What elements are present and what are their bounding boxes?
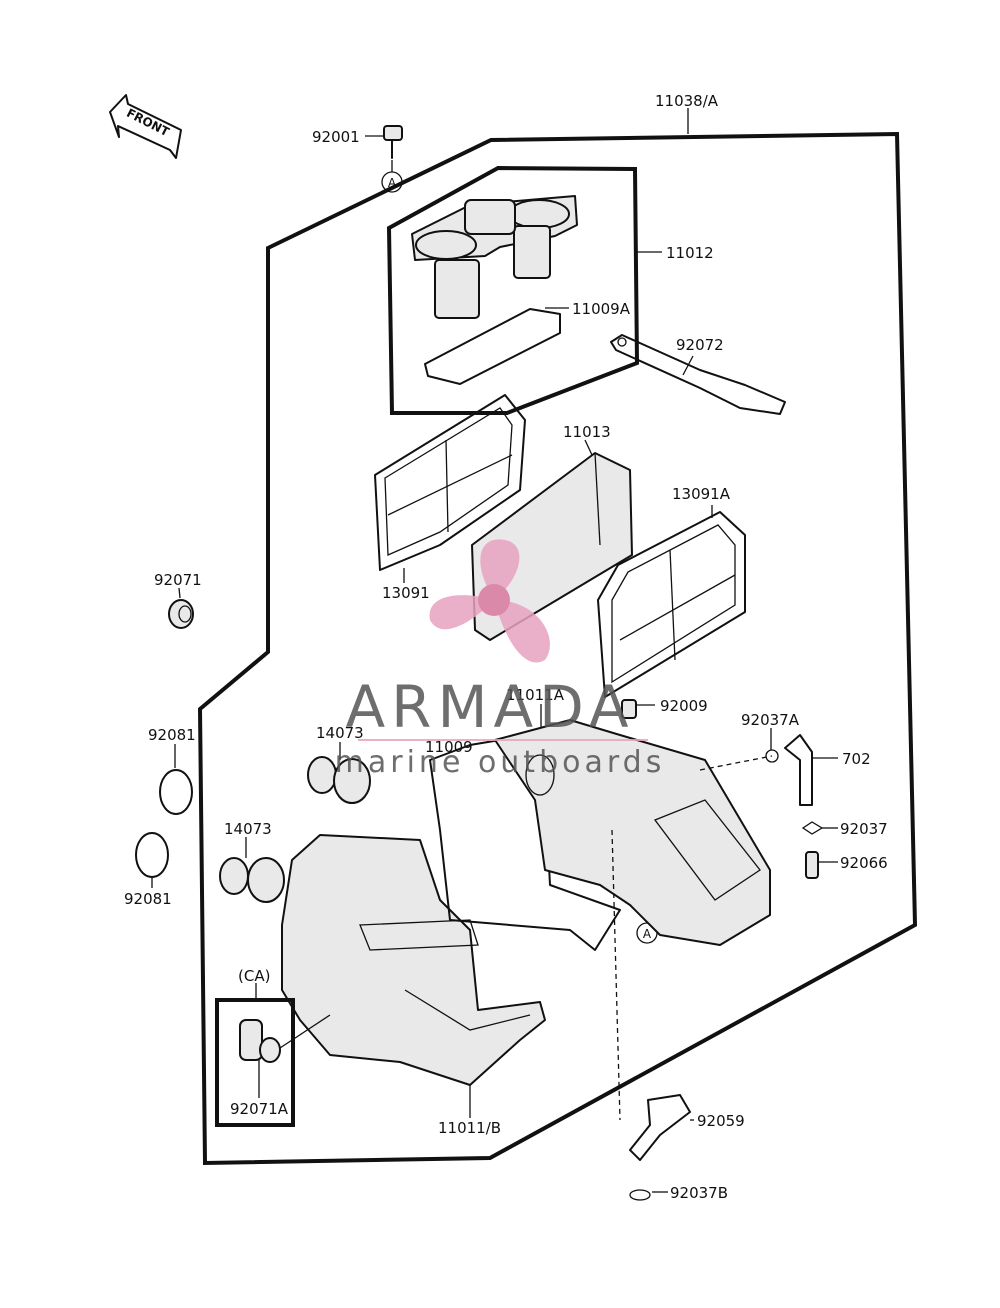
callout-11012: 11012: [666, 244, 714, 262]
callout-92072: 92072: [676, 336, 724, 354]
callout-11038a: 11038/A: [655, 92, 719, 110]
callout-92071: 92071: [154, 571, 202, 589]
callout-11011a: 11011A: [506, 686, 565, 704]
clamp-92037b: [629, 1189, 651, 1201]
callout-labels: 11038/A 92001 11012 11009A 92072 11013 1…: [124, 92, 888, 1202]
callout-13091: 13091: [382, 584, 430, 602]
plug-14073-left: [219, 857, 285, 903]
callout-92009: 92009: [660, 697, 708, 715]
leader-lines: [151, 108, 838, 1193]
callout-702: 702: [842, 750, 871, 768]
filter-element-13091: [374, 394, 526, 571]
callout-92071a: 92071A: [230, 1100, 289, 1118]
plug-92066: [805, 851, 819, 879]
front-arrow-icon: FRONT: [109, 94, 182, 159]
cap-92071a: [239, 1019, 281, 1063]
cap-92071: [168, 599, 194, 629]
clamp-92037a: [765, 749, 779, 763]
hose-702: [784, 734, 813, 806]
callout-92037a: 92037A: [741, 711, 800, 729]
callout-92059: 92059: [697, 1112, 745, 1130]
clamp-92037: [801, 821, 824, 835]
svg-text:A: A: [388, 176, 397, 190]
callout-92037b: 92037B: [670, 1184, 728, 1202]
gasket-11009a: [424, 308, 561, 385]
callout-11013: 11013: [563, 423, 611, 441]
callout-11009: 11009: [425, 738, 473, 756]
reference-marker-a-top: A: [381, 171, 403, 193]
bolt-92001: [383, 125, 403, 159]
gasket-11009: [429, 739, 621, 951]
callout-92081-top: 92081: [148, 726, 196, 744]
callout-14073-top: 14073: [316, 724, 364, 742]
svg-text:A: A: [643, 927, 652, 941]
callout-92081-bottom: 92081: [124, 890, 172, 908]
ring-92081-bottom: [135, 832, 169, 878]
callout-11011b: 11011/B: [438, 1119, 501, 1137]
callout-13091a: 13091A: [672, 485, 731, 503]
screw-92009: [621, 699, 637, 719]
watermark-tagline: marine outboards: [335, 745, 666, 780]
front-arrow-label: FRONT: [124, 106, 172, 140]
filter-11013: [471, 452, 633, 641]
ring-92081-top: [159, 769, 193, 815]
callout-92001: 92001: [312, 128, 360, 146]
watermark-brand: ARMADA: [345, 673, 634, 741]
intake-duct-part: [411, 195, 578, 319]
assembly-outline: [197, 131, 918, 1166]
filter-element-13091a: [597, 511, 746, 698]
ca-box: [215, 998, 295, 1127]
air-cleaner-case-11011a: [494, 719, 771, 946]
callout-14073-left: 14073: [224, 820, 272, 838]
armada-watermark: ARMADA marine outboards: [335, 539, 666, 780]
hose-92059: [629, 1094, 691, 1161]
callout-11009a: 11009A: [572, 300, 631, 318]
callout-92037: 92037: [840, 820, 888, 838]
callout-92066: 92066: [840, 854, 888, 872]
intake-subassembly-outline: [386, 165, 640, 415]
air-cleaner-case-11011b: [281, 834, 546, 1086]
plug-14073-top: [307, 756, 371, 804]
stay-92072: [610, 334, 786, 415]
armada-logo-icon: [429, 539, 550, 663]
callout-ca: (CA): [238, 967, 270, 985]
